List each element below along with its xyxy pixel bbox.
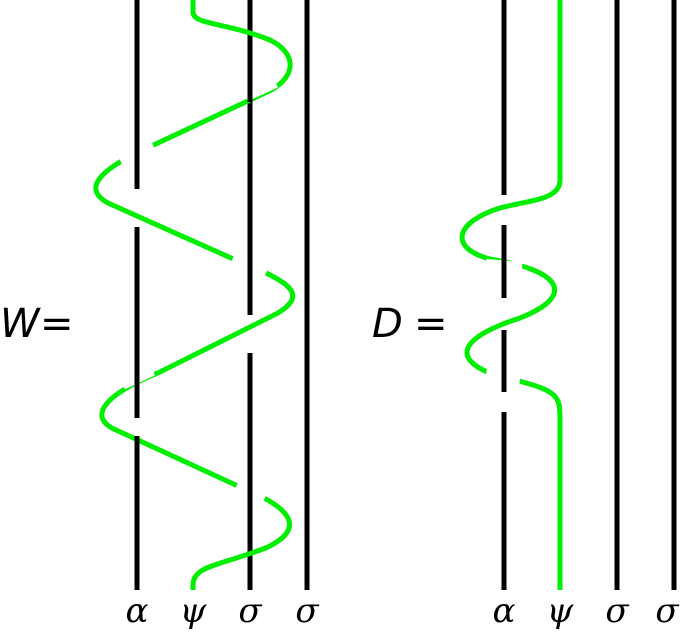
d-strand-psi bbox=[459, 0, 563, 590]
w-equals-sign: = bbox=[40, 301, 74, 347]
w-label-sigma-2: σ bbox=[295, 591, 319, 631]
w-label-alpha: α bbox=[126, 591, 149, 631]
d-label-psi: ψ bbox=[547, 591, 574, 631]
w-label-sigma-1: σ bbox=[238, 591, 262, 631]
d-equals-sign: = bbox=[414, 301, 448, 347]
w-label: W bbox=[0, 301, 41, 347]
w-strand-psi bbox=[93, 0, 296, 590]
d-label: D bbox=[372, 301, 403, 347]
d-label-sigma-1: σ bbox=[605, 591, 629, 631]
w-label-psi: ψ bbox=[180, 591, 207, 631]
d-diagram: D = α ψ σ σ bbox=[372, 0, 679, 631]
d-label-sigma-2: σ bbox=[655, 591, 679, 631]
d-label-alpha: α bbox=[493, 591, 516, 631]
w-diagram: W = α ψ σ σ bbox=[0, 0, 319, 631]
